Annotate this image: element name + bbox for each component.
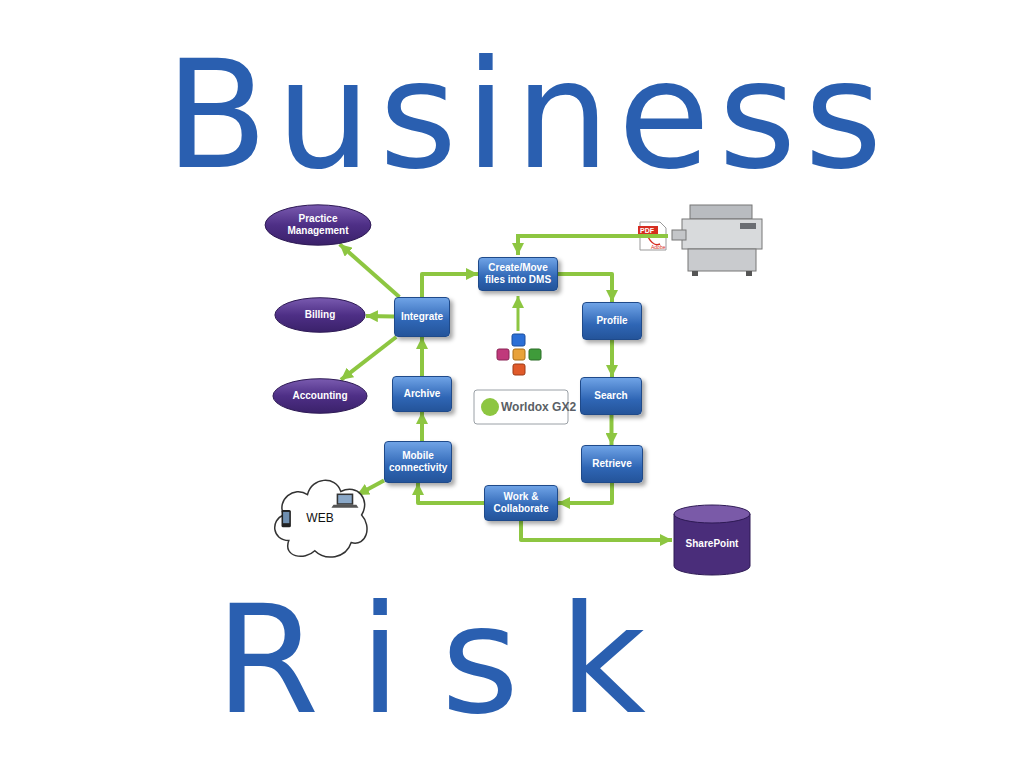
- node-content: WEB: [268, 469, 372, 561]
- icon-text: PDF: [640, 226, 654, 235]
- node-label: SharePoint: [686, 538, 739, 550]
- node-label: Mobile connectivity: [389, 450, 447, 474]
- process-box: Archive: [392, 376, 452, 412]
- flow-arrow: [610, 340, 614, 377]
- flow-arrow: [340, 244, 400, 297]
- process-box: Integrate: [394, 297, 450, 337]
- flow-arrow: [357, 480, 384, 495]
- flow-arrow: [521, 521, 672, 540]
- flow-arrow: [420, 412, 424, 441]
- flow-arrow: [420, 337, 424, 376]
- node-label: WEB: [306, 512, 333, 524]
- handwritten-title: Business: [165, 30, 890, 200]
- node-content: SharePoint: [672, 504, 752, 576]
- node-label: Practice Management: [278, 213, 358, 237]
- handwritten-title: Risk: [215, 575, 686, 745]
- process-box: Retrieve: [581, 445, 643, 483]
- node-content: Archive: [393, 377, 451, 411]
- node-label: Search: [594, 390, 627, 402]
- printer-icon: [672, 205, 762, 276]
- process-box: Profile: [582, 302, 642, 340]
- node-label: Billing: [305, 309, 336, 321]
- node-content: Accounting: [272, 378, 368, 414]
- node-content: Mobile connectivity: [385, 442, 451, 482]
- flow-arrow: [558, 274, 612, 302]
- node-content: Billing: [274, 297, 366, 333]
- node-label: Create/Move files into DMS: [483, 262, 553, 286]
- node-content: Practice Management: [264, 204, 372, 246]
- system-ellipse: Practice Management: [264, 204, 372, 246]
- node-content: Search: [581, 378, 641, 414]
- logo-text: Worldox GX2: [501, 399, 576, 415]
- flow-arrow: [418, 483, 484, 503]
- flow-arrow: [610, 415, 614, 445]
- node-content: Profile: [583, 303, 641, 339]
- process-box: Create/Move files into DMS: [478, 257, 558, 291]
- flow-arrow: [558, 483, 612, 503]
- flow-arrow: [422, 274, 478, 297]
- logo-mark: [481, 398, 499, 416]
- node-label: Profile: [596, 315, 627, 327]
- system-ellipse: Accounting: [272, 378, 368, 414]
- node-content: Work & Collaborate: [485, 486, 557, 520]
- node-content: Retrieve: [582, 446, 642, 482]
- node-label: Accounting: [293, 390, 348, 402]
- office-icons: [497, 334, 541, 375]
- input-arrow: [518, 236, 668, 255]
- flow-arrow: [341, 337, 396, 380]
- node-content: Create/Move files into DMS: [479, 258, 557, 290]
- process-box: Work & Collaborate: [484, 485, 558, 521]
- node-label: Integrate: [401, 311, 443, 323]
- node-label: Retrieve: [592, 458, 631, 470]
- system-ellipse: Billing: [274, 297, 366, 333]
- process-box: Search: [580, 377, 642, 415]
- web-cloud: WEB: [268, 469, 372, 561]
- office-arrow: [517, 296, 520, 331]
- node-content: Integrate: [395, 298, 449, 336]
- database-cylinder: SharePoint: [672, 504, 752, 576]
- node-label: Archive: [404, 388, 441, 400]
- icon-text: Adobe: [651, 244, 665, 250]
- process-box: Mobile connectivity: [384, 441, 452, 483]
- node-label: Work & Collaborate: [489, 491, 553, 515]
- flow-arrow: [366, 314, 394, 319]
